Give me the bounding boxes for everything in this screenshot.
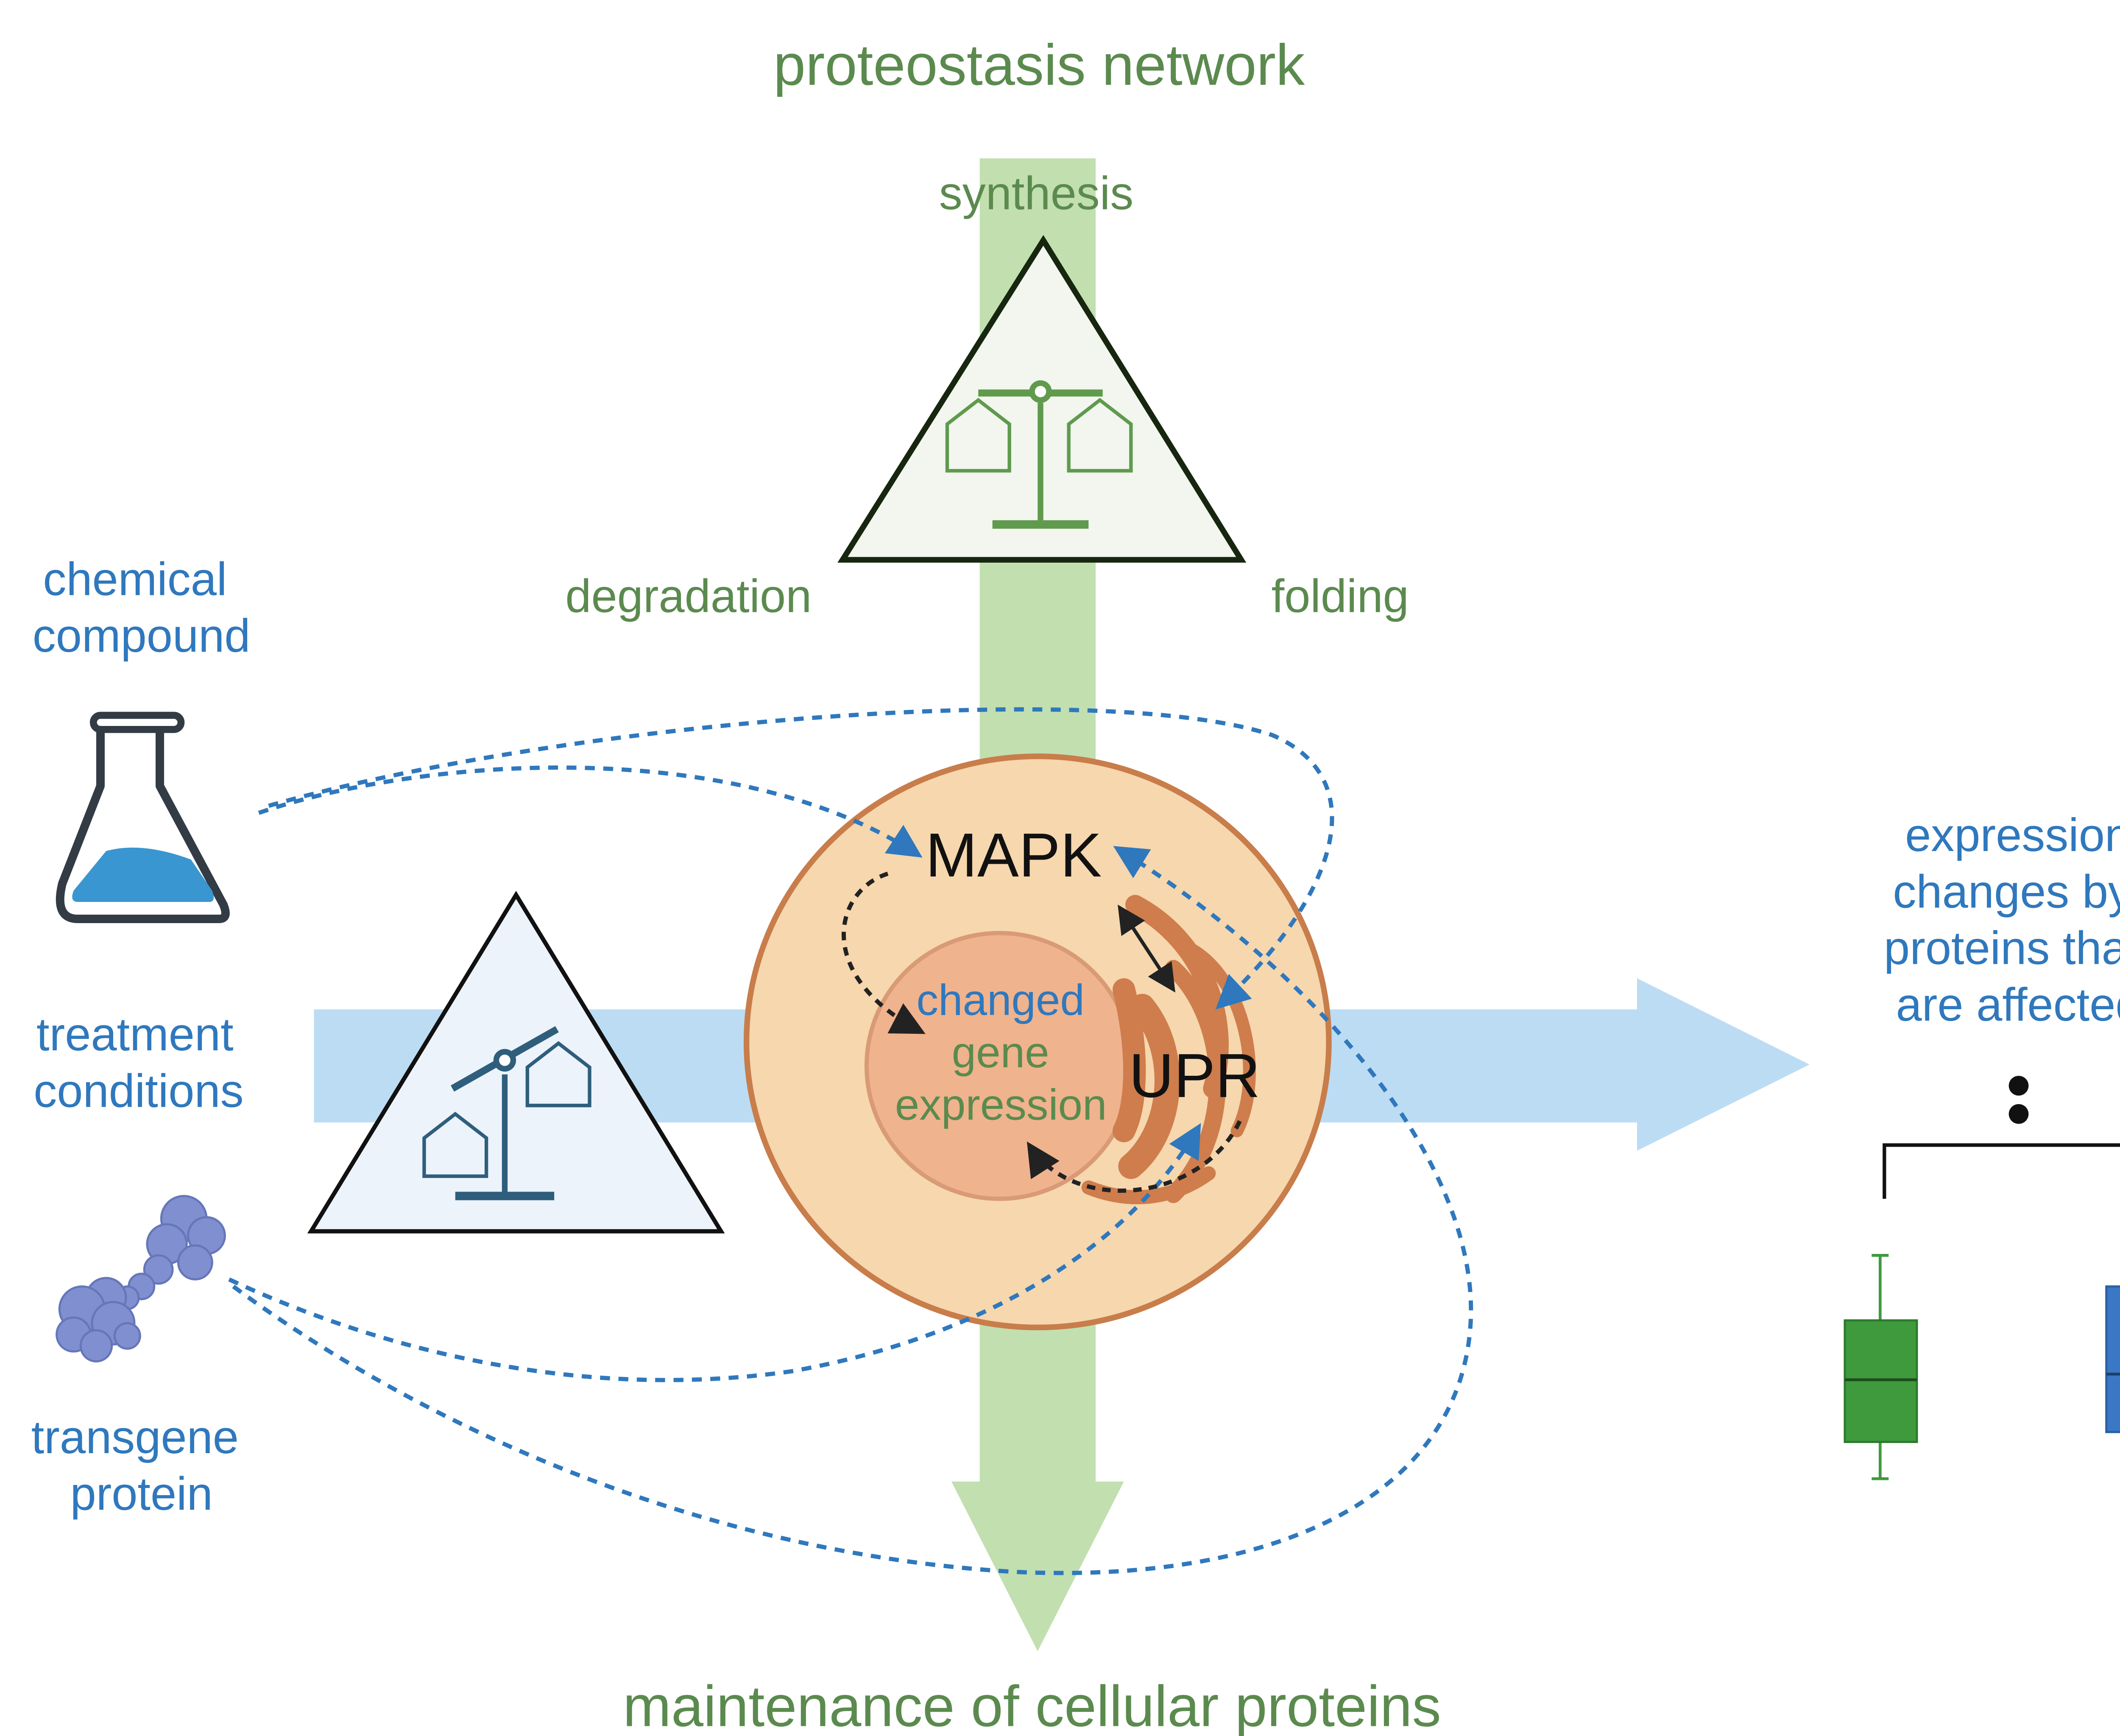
flask-icon <box>56 712 230 924</box>
synthesis-label: synthesis <box>939 167 1134 219</box>
box-blue <box>2105 1285 2120 1433</box>
dot <box>2008 1076 2029 1096</box>
cell <box>743 753 1332 1331</box>
chemical-compound-label: chemical compound <box>33 553 251 662</box>
treatment-triangle <box>307 890 725 1234</box>
internal-paths <box>842 871 1242 1193</box>
mapk-label: MAPK <box>926 821 1102 890</box>
proteostasis-triangle <box>837 235 1247 563</box>
upr-label: UPR <box>1129 1041 1261 1111</box>
comparison-bracket <box>1883 1143 2120 1199</box>
mapk-upr-link <box>1118 904 1175 993</box>
signal-paths <box>228 707 1473 1575</box>
balance-scale-icon <box>945 380 1133 529</box>
nucleus-label: changed gene expression <box>895 975 1107 1129</box>
treatment-conditions-label: treatment conditions <box>33 1008 246 1117</box>
endoplasmic-reticulum <box>1081 895 1256 1204</box>
diagram-footer: maintenance of cellular proteins <box>623 1674 1441 1736</box>
degradation-label: degradation <box>565 570 812 622</box>
diagram-title: proteostasis network <box>773 32 1305 97</box>
folding-label: folding <box>1272 570 1409 622</box>
output-boxplot <box>1844 1076 2120 1480</box>
protein-aggregate-icon <box>56 1195 226 1363</box>
transgene-protein-label: transgene protein <box>31 1411 252 1520</box>
output-label: expression changes by proteins that are … <box>1884 809 2120 1031</box>
dot <box>2008 1104 2029 1124</box>
box-green <box>1844 1254 1918 1480</box>
balance-scale-icon <box>422 1026 591 1200</box>
